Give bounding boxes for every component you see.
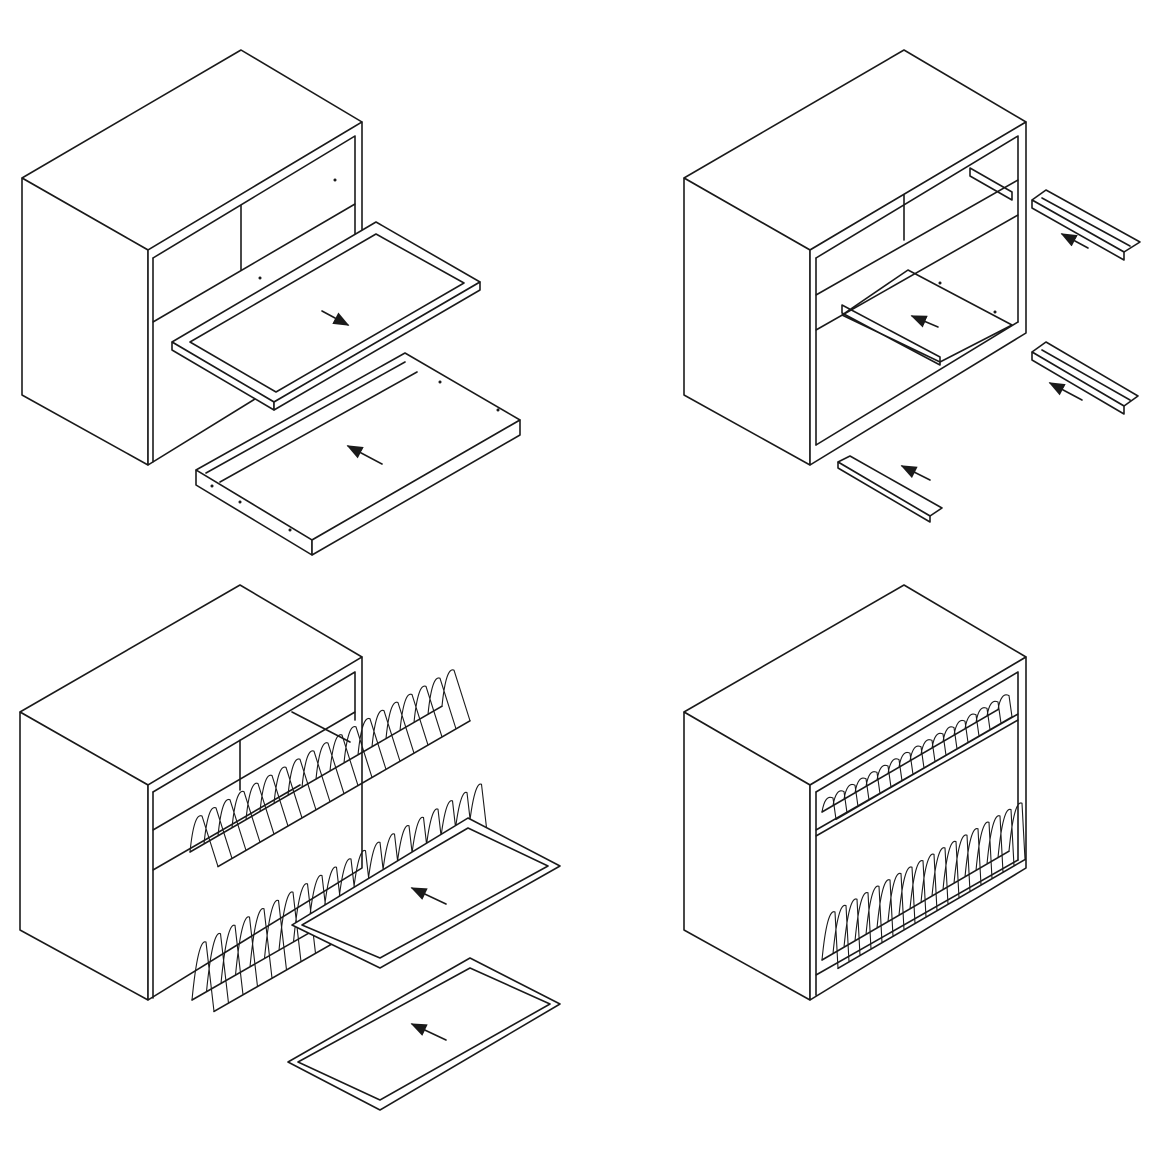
- rack-wire: [887, 758, 903, 782]
- rack-wire: [920, 853, 938, 912]
- rack-wire: [821, 911, 839, 969]
- rack-wire: [997, 694, 1013, 718]
- dish-rack-upper: [189, 669, 471, 868]
- rack-wire: [931, 847, 949, 905]
- rack-wire: [413, 685, 443, 738]
- panel-step-2: [683, 49, 1141, 523]
- rack-wire: [898, 866, 916, 925]
- rack-wire: [832, 904, 850, 963]
- rail-shelf: [841, 269, 1013, 366]
- rack-wire: [942, 726, 958, 750]
- rack-wire: [876, 764, 892, 788]
- rack-wire: [876, 879, 894, 937]
- rack-wire: [427, 677, 457, 730]
- rack-wire: [343, 726, 373, 779]
- rack-wire: [385, 701, 415, 754]
- rack-wire: [278, 891, 302, 963]
- rack-wire: [245, 782, 275, 835]
- rack-wire: [997, 808, 1015, 867]
- rack-wire: [441, 669, 471, 722]
- rack-wire: [1008, 802, 1026, 861]
- rack-wire: [249, 908, 273, 979]
- rack-wire: [953, 834, 971, 893]
- rack-wire: [843, 898, 861, 957]
- rack-wire: [865, 885, 883, 944]
- installed-rack-lower: [821, 802, 1026, 970]
- side-rail-upper: [1031, 189, 1141, 261]
- rack-wire: [205, 933, 230, 1004]
- rack-wire: [399, 693, 429, 746]
- installed-rack-upper: [821, 694, 1013, 821]
- cabinet-3: [19, 584, 363, 1001]
- rack-wire: [287, 758, 317, 811]
- rack-wire: [854, 892, 872, 950]
- rack-wire: [975, 821, 993, 880]
- drawer-frame-lower: [195, 352, 521, 556]
- rack-wire: [909, 860, 927, 918]
- rack-wire: [854, 777, 870, 801]
- rack-wire: [189, 815, 219, 868]
- rack-wire: [843, 783, 859, 808]
- rack-wire: [301, 750, 331, 803]
- rack-wire: [191, 941, 215, 1012]
- bottom-rail: [837, 455, 943, 523]
- rack-wire: [953, 719, 969, 744]
- rack-wire: [263, 899, 288, 971]
- rack-wire: [371, 709, 401, 762]
- rack-wire: [931, 732, 947, 756]
- rack-wire: [909, 745, 925, 769]
- rack-wire: [898, 751, 914, 776]
- cabinet-2: [683, 49, 1027, 466]
- panel-step-1: [21, 49, 521, 556]
- rack-wire: [217, 798, 247, 851]
- rack-wire: [220, 924, 244, 996]
- panel-step-3: [19, 584, 561, 1111]
- rack-wire: [964, 713, 980, 737]
- drip-tray-upper: [291, 817, 561, 969]
- rack-wire: [887, 872, 905, 931]
- panel-step-4: [683, 584, 1027, 1001]
- side-rail-lower: [1031, 341, 1139, 415]
- drip-tray-lower: [287, 957, 561, 1111]
- drawer-frame-upper: [171, 221, 481, 411]
- rack-wire: [942, 840, 960, 899]
- rack-wire: [986, 700, 1002, 724]
- rack-wire: [234, 916, 259, 988]
- rack-wire: [231, 790, 261, 843]
- rack-wire: [986, 815, 1004, 873]
- rack-wire: [292, 883, 317, 954]
- rack-wire: [920, 739, 936, 763]
- rack-wire: [203, 807, 233, 860]
- rack-wire: [329, 734, 359, 787]
- rack-wire: [975, 707, 991, 731]
- rack-wire: [964, 828, 982, 886]
- rack-wire: [821, 796, 837, 820]
- cabinet-1: [21, 49, 363, 466]
- rack-wire: [357, 717, 387, 770]
- rack-wire: [259, 774, 289, 827]
- rack-wire: [865, 771, 881, 795]
- rack-wire: [832, 790, 848, 814]
- rack-wire: [315, 742, 345, 795]
- rack-wire: [273, 766, 303, 819]
